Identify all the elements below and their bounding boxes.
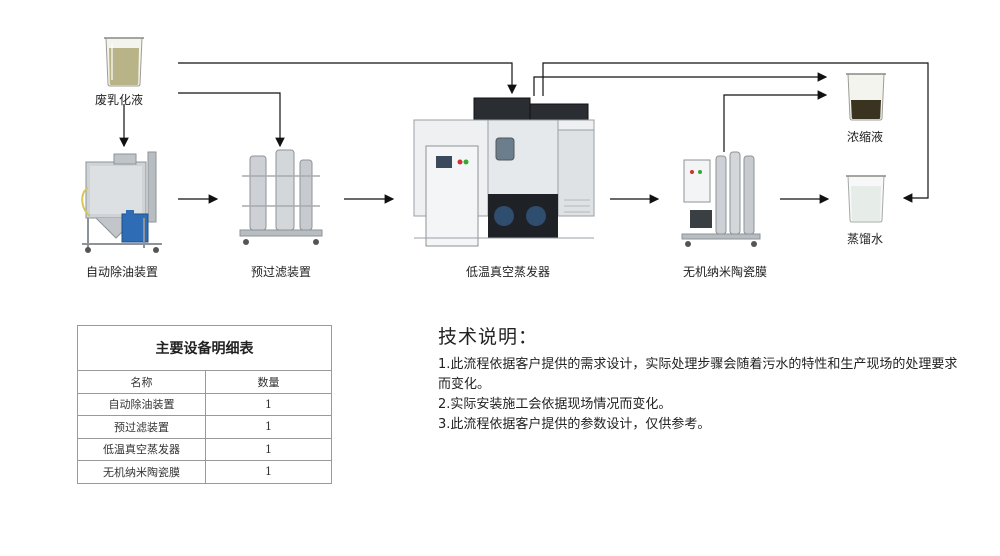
- oil-removal-label: 自动除油装置: [86, 265, 159, 279]
- arrow-evaporator-to-distilled: [542, 62, 929, 203]
- arrow-emulsion-to-evaporator: [178, 62, 517, 95]
- prefilter-device-icon: [239, 149, 323, 245]
- table-header-name: 名称: [77, 370, 206, 394]
- equipment-table: 主要设备明细表 名称 数量 自动除油装置 1 预过滤装置 1 低温真空蒸发器 1…: [77, 325, 332, 484]
- table-header-qty: 数量: [205, 370, 332, 394]
- waste-emulsion-beaker-icon: [104, 37, 144, 87]
- table-row: 低温真空蒸发器 1: [77, 437, 332, 461]
- distilled-water-beaker-icon: [846, 175, 886, 223]
- table-cell-name: 预过滤装置: [77, 415, 206, 439]
- table-row: 无机纳米陶瓷膜 1: [77, 460, 332, 484]
- membrane-label: 无机纳米陶瓷膜: [683, 265, 768, 279]
- arrow-membrane-to-concentrate: [723, 90, 828, 152]
- distilled-water-label: 蒸馏水: [847, 232, 884, 246]
- technical-notes: 技术说明： 1.此流程依据客户提供的需求设计，实际处理步骤会随着污水的特性和生产…: [438, 322, 958, 435]
- table-cell-qty: 1: [205, 460, 332, 484]
- table-row: 预过滤装置 1: [77, 415, 332, 439]
- table-cell-qty: 1: [205, 415, 332, 439]
- notes-item: 1.此流程依据客户提供的需求设计，实际处理步骤会随着污水的特性和生产现场的处理要…: [438, 357, 958, 392]
- table-cell-qty: 1: [205, 392, 332, 416]
- notes-title: 技术说明：: [438, 326, 539, 348]
- table-title: 主要设备明细表: [77, 325, 332, 371]
- waste-emulsion-label: 废乳化液: [95, 93, 144, 107]
- ceramic-membrane-device-icon: [681, 151, 761, 247]
- notes-item: 2.实际安装施工会依据现场情况而变化。: [438, 397, 672, 412]
- notes-item: 3.此流程依据客户提供的参数设计，仅供参考。: [438, 417, 711, 432]
- arrow-emulsion-to-prefilter: [178, 92, 285, 148]
- table-cell-name: 低温真空蒸发器: [77, 437, 206, 461]
- evaporator-label: 低温真空蒸发器: [466, 265, 551, 279]
- evaporator-device-icon: [413, 97, 595, 247]
- arrow-evaporator-to-concentrate: [533, 72, 828, 96]
- table-cell-name: 无机纳米陶瓷膜: [77, 460, 206, 484]
- table-cell-name: 自动除油装置: [77, 392, 206, 416]
- table-cell-qty: 1: [205, 437, 332, 461]
- concentrate-beaker-icon: [846, 73, 886, 121]
- table-row: 自动除油装置 1: [77, 392, 332, 416]
- prefilter-label: 预过滤装置: [251, 265, 312, 279]
- concentrate-label: 浓缩液: [847, 130, 884, 144]
- oil-removal-device-icon: [81, 151, 162, 253]
